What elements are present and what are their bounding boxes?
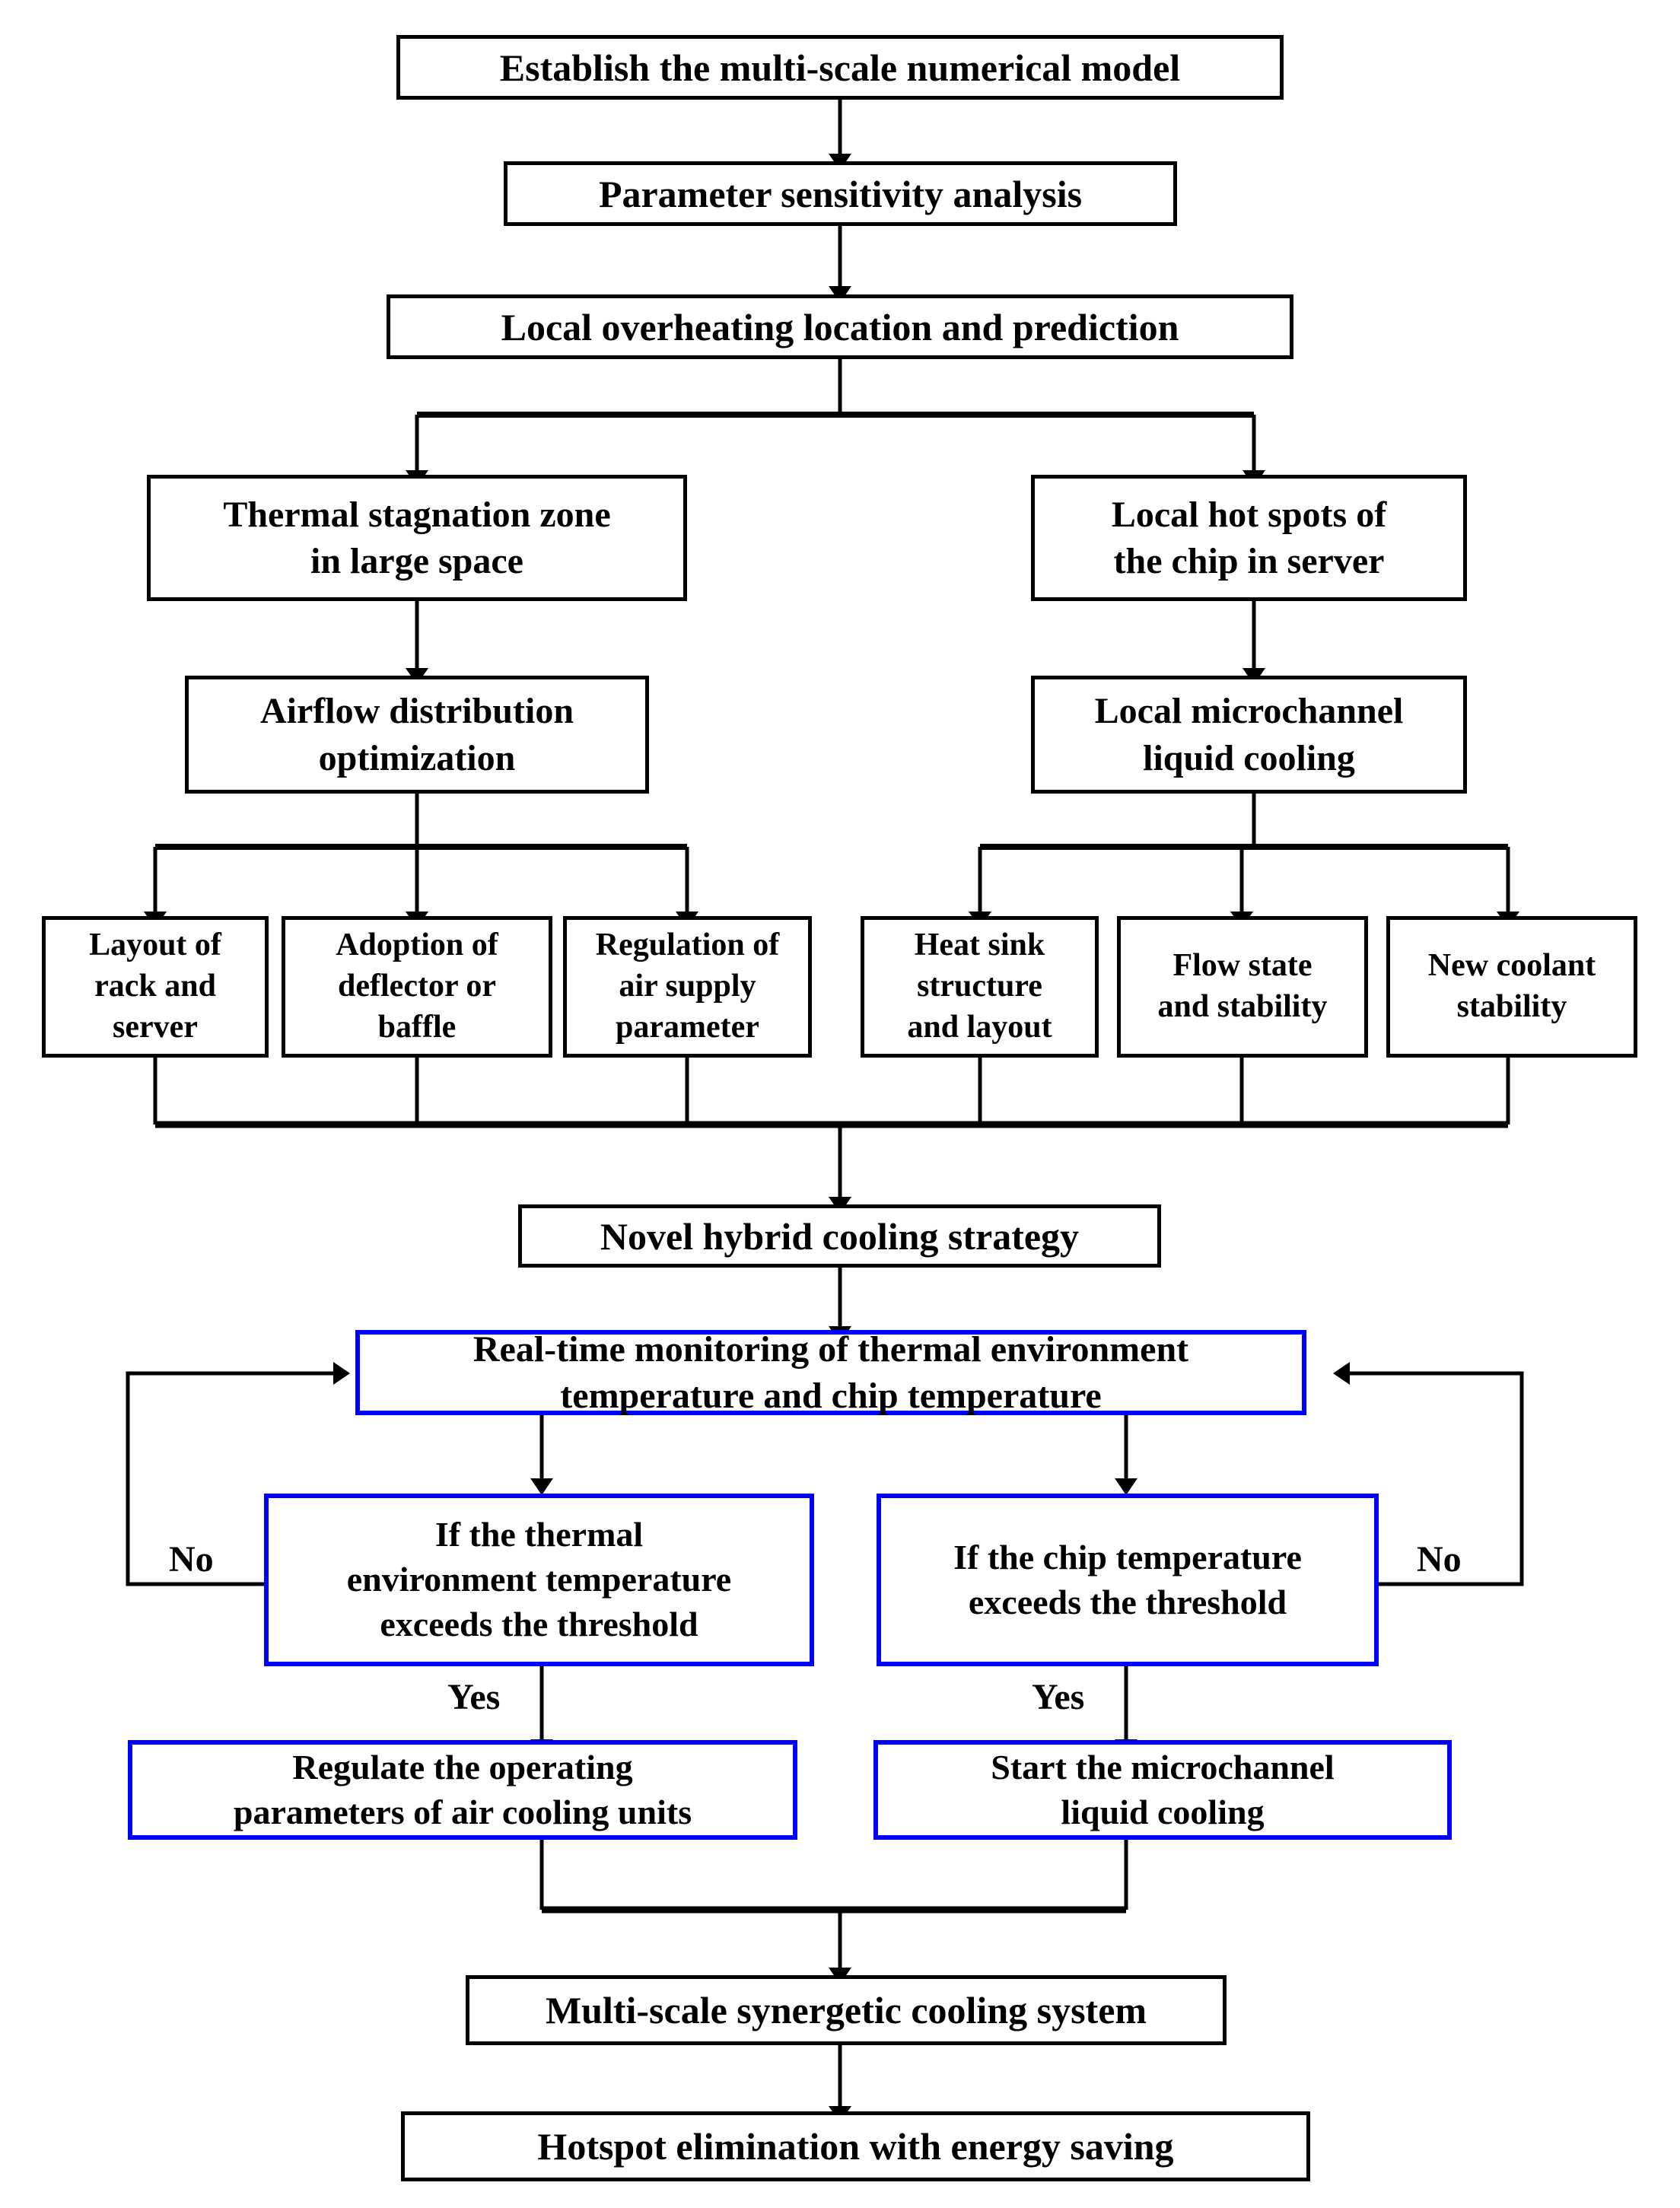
node-local-hot-spots-line1: Local hot spots of — [1111, 494, 1387, 535]
node-flow-state-stability[interactable]: Flow state and stability — [1117, 916, 1368, 1058]
node-hybrid-cooling-strategy[interactable]: Novel hybrid cooling strategy — [518, 1204, 1161, 1268]
node-layout-rack-server-line2: rack and — [94, 969, 216, 1004]
node-heat-sink-structure-line2: structure — [917, 969, 1042, 1004]
node-decision-chip-temperature-line1: If the chip temperature — [953, 1537, 1302, 1576]
node-decision-env-temperature-line1: If the thermal — [434, 1515, 644, 1554]
node-adoption-deflector-baffle-line3: baffle — [377, 1009, 457, 1045]
node-establish-model[interactable]: Establish the multi-scale numerical mode… — [396, 35, 1284, 100]
edge-label-yes-right: Yes — [1032, 1677, 1085, 1717]
node-synergetic-cooling-system[interactable]: Multi-scale synergetic cooling system — [466, 1975, 1227, 2045]
node-airflow-optimization-line2: optimization — [318, 737, 516, 778]
node-local-overheating-label: Local overheating location and predictio… — [501, 305, 1179, 348]
node-adoption-deflector-baffle-line1: Adoption of — [336, 927, 498, 963]
edge-label-no-right: No — [1417, 1539, 1462, 1580]
edge-label-no-left: No — [169, 1539, 214, 1580]
node-hybrid-cooling-strategy-label: Novel hybrid cooling strategy — [600, 1214, 1080, 1258]
node-establish-model-label: Establish the multi-scale numerical mode… — [499, 46, 1181, 89]
node-hotspot-elimination-label: Hotspot elimination with energy saving — [537, 2125, 1174, 2168]
node-regulation-air-supply-line3: parameter — [616, 1009, 759, 1045]
node-flow-state-stability-line1: Flow state — [1172, 948, 1312, 984]
node-flow-state-stability-line2: and stability — [1157, 989, 1328, 1024]
node-airflow-optimization-line1: Airflow distribution — [259, 691, 574, 732]
node-new-coolant-stability-line1: New coolant — [1427, 948, 1596, 984]
node-parameter-sensitivity-label: Parameter sensitivity analysis — [598, 172, 1083, 215]
node-local-overheating[interactable]: Local overheating location and predictio… — [387, 294, 1293, 359]
node-thermal-stagnation-zone-line1: Thermal stagnation zone — [223, 494, 611, 535]
node-heat-sink-structure-line1: Heat sink — [914, 927, 1045, 963]
node-regulation-air-supply[interactable]: Regulation of air supply parameter — [563, 916, 812, 1058]
node-local-hot-spots-line2: the chip in server — [1113, 541, 1385, 581]
node-regulation-air-supply-line2: air supply — [619, 969, 756, 1004]
node-decision-chip-temperature[interactable]: If the chip temperature exceeds the thre… — [877, 1494, 1379, 1666]
node-realtime-monitoring-line1: Real-time monitoring of thermal environm… — [473, 1328, 1189, 1370]
node-adoption-deflector-baffle[interactable]: Adoption of deflector or baffle — [282, 916, 552, 1058]
node-realtime-monitoring-line2: temperature and chip temperature — [560, 1376, 1102, 1416]
node-regulate-air-cooling-units[interactable]: Regulate the operating parameters of air… — [128, 1740, 797, 1840]
node-airflow-optimization[interactable]: Airflow distribution optimization — [185, 676, 649, 794]
node-local-microchannel-cooling-line1: Local microchannel — [1094, 691, 1404, 732]
node-synergetic-cooling-system-label: Multi-scale synergetic cooling system — [545, 1989, 1147, 2031]
node-adoption-deflector-baffle-line2: deflector or — [338, 969, 496, 1004]
node-layout-rack-server-line3: server — [113, 1009, 198, 1045]
node-decision-env-temperature[interactable]: If the thermal environment temperature e… — [264, 1494, 814, 1666]
node-decision-chip-temperature-line2: exceeds the threshold — [968, 1582, 1287, 1621]
node-thermal-stagnation-zone[interactable]: Thermal stagnation zone in large space — [147, 475, 687, 601]
node-thermal-stagnation-zone-line2: in large space — [310, 541, 523, 581]
node-regulate-air-cooling-units-line1: Regulate the operating — [292, 1747, 633, 1786]
node-heat-sink-structure[interactable]: Heat sink structure and layout — [861, 916, 1099, 1058]
node-new-coolant-stability-line2: stability — [1456, 989, 1567, 1024]
node-regulation-air-supply-line1: Regulation of — [595, 927, 780, 963]
node-regulate-air-cooling-units-line2: parameters of air cooling units — [233, 1792, 692, 1831]
node-start-microchannel-cooling-line1: Start the microchannel — [991, 1747, 1335, 1786]
node-local-microchannel-cooling[interactable]: Local microchannel liquid cooling — [1031, 676, 1467, 794]
node-heat-sink-structure-line3: and layout — [907, 1009, 1052, 1045]
node-start-microchannel-cooling-line2: liquid cooling — [1061, 1792, 1265, 1831]
node-local-microchannel-cooling-line2: liquid cooling — [1143, 737, 1355, 778]
node-parameter-sensitivity[interactable]: Parameter sensitivity analysis — [504, 161, 1177, 226]
node-layout-rack-server[interactable]: Layout of rack and server — [42, 916, 269, 1058]
node-new-coolant-stability[interactable]: New coolant stability — [1386, 916, 1637, 1058]
node-local-hot-spots[interactable]: Local hot spots of the chip in server — [1031, 475, 1467, 601]
node-layout-rack-server-line1: Layout of — [89, 927, 221, 963]
node-decision-env-temperature-line3: exceeds the threshold — [380, 1604, 698, 1643]
node-start-microchannel-cooling[interactable]: Start the microchannel liquid cooling — [873, 1740, 1452, 1840]
node-hotspot-elimination[interactable]: Hotspot elimination with energy saving — [401, 2111, 1310, 2181]
node-realtime-monitoring[interactable]: Real-time monitoring of thermal environm… — [355, 1329, 1306, 1416]
edge-label-yes-left: Yes — [447, 1677, 501, 1717]
node-decision-env-temperature-line2: environment temperature — [346, 1560, 732, 1599]
